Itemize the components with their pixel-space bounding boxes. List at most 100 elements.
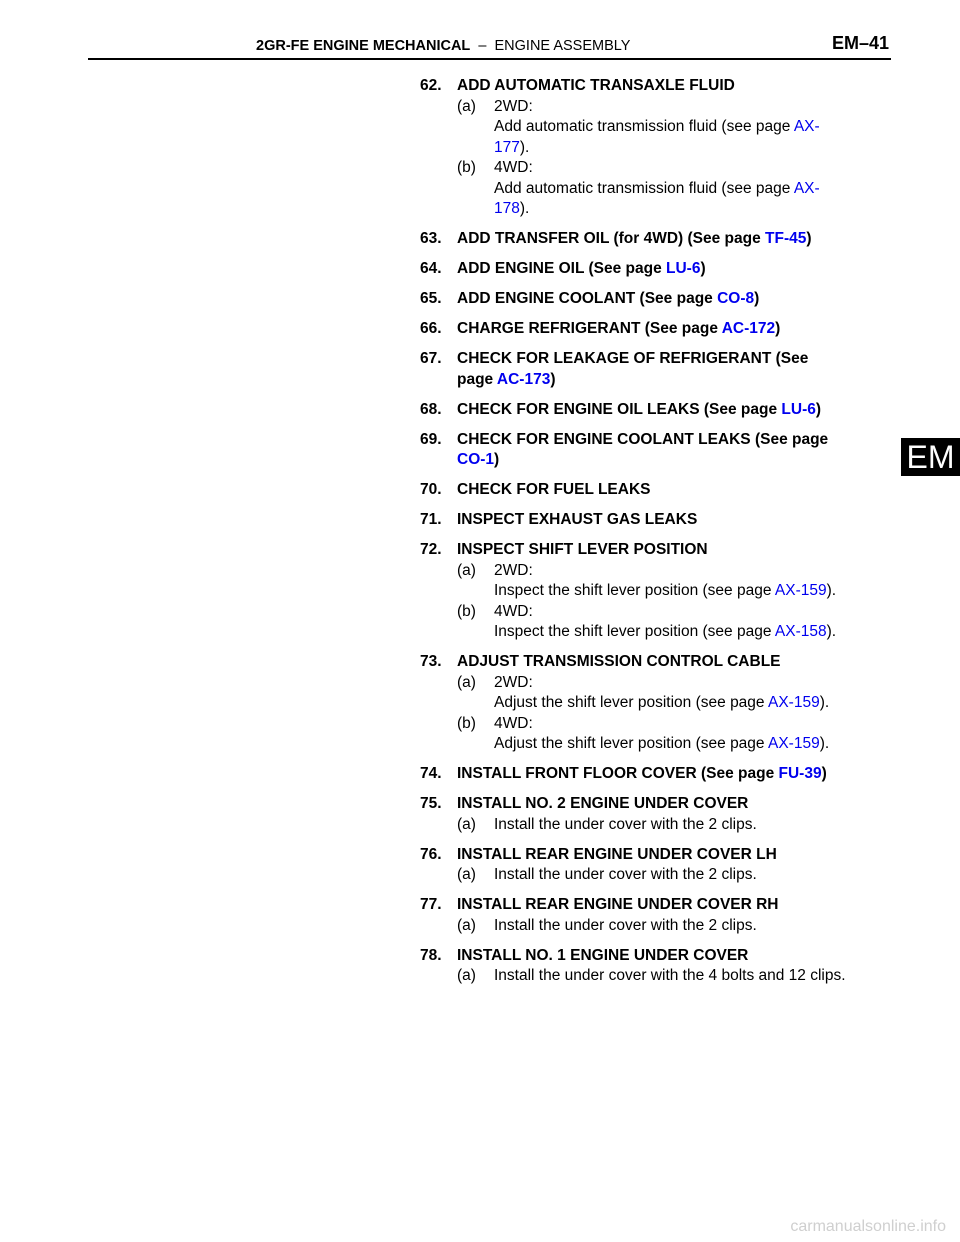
page-link[interactable]: AX-159 [768,694,820,711]
step-title: INSTALL NO. 2 ENGINE UNDER COVER [457,795,749,812]
step-number: 63. [420,230,442,247]
step-number: 65. [420,290,442,307]
step-number: 70. [420,481,442,498]
step-number: 68. [420,400,442,418]
step-title: ADD TRANSFER OIL (for 4WD) (See page TF-… [457,230,812,247]
watermark: carmanualsonline.info [790,1218,946,1235]
sub-label: (a) [457,916,476,934]
step: 78.INSTALL NO. 1 ENGINE UNDER COVER (a)I… [420,946,900,987]
page-link[interactable]: CO-8 [717,290,755,307]
sub-text: 4WD: [494,714,533,732]
step-title: CHECK FOR FUEL LEAKS [457,481,651,498]
step-title: INSTALL FRONT FLOOR COVER (See page FU-3… [457,765,827,782]
step: 62. ADD AUTOMATIC TRANSAXLE FLUID (a) 2WD:… [420,76,900,220]
step: 68. CHECK FOR ENGINE OIL LEAKS (See page … [420,400,900,421]
step: 66. CHARGE REFRIGERANT (See page AC-172) [420,319,900,340]
sub-text: Install the under cover with the 2 clips… [494,916,757,934]
step-number: 72. [420,541,442,558]
page-link[interactable]: 177 [494,138,520,156]
sub-text: 4WD: [494,159,533,176]
sub-text: 2WD: [494,97,533,115]
step: 72.INSPECT SHIFT LEVER POSITION (a)2WD: … [420,540,900,643]
page-link[interactable]: AX-158 [774,623,827,640]
sub-detail: Inspect the shift lever position (see pa… [494,623,837,640]
page-link[interactable]: AC-173 [496,370,551,388]
step-title: CHECK FOR ENGINE COOLANT LEAKS (See page… [457,430,829,469]
step-title: INSTALL REAR ENGINE UNDER COVER LH [457,845,777,863]
page-link[interactable]: 178 [494,200,520,217]
section-tab: EM [901,438,960,476]
page-number: EM–41 [831,33,889,53]
sub-label: (b) [457,602,476,620]
page-link[interactable]: FU-39 [778,765,822,782]
step-number: 66. [420,320,442,337]
step: 65. ADD ENGINE COOLANT (See page CO-8) [420,289,900,310]
header-section: 2GR-FE ENGINE MECHANICAL [256,38,471,54]
step-number: 71. [420,511,442,528]
step: 77. INSTALL REAR ENGINE UNDER COVER RH (a… [420,895,900,936]
sub-detail: Add automatic transmission fluid (see pa… [494,118,820,156]
step: 63. ADD TRANSFER OIL (for 4WD) (See page … [420,229,900,250]
step-number: 74. [420,765,442,782]
sub-detail: Add automatic transmission fluid (see pa… [494,179,820,218]
sub-label: (b) [457,714,476,732]
step-title: ADD ENGINE OIL (See page LU-6) [457,260,706,277]
sub-label: (a) [457,97,476,115]
step: 74. INSTALL FRONT FLOOR COVER (See page F… [420,764,900,785]
step-title: ADD ENGINE COOLANT (See page CO-8) [457,290,760,307]
page-header: 2GR-FE ENGINE MECHANICAL – ENGINE ASSEMB… [88,30,891,60]
page-link[interactable]: AX- [793,179,820,197]
sub-detail: Adjust the shift lever position (see pag… [494,735,830,752]
step: 75. INSTALL NO. 2 ENGINE UNDER COVER (a) I… [420,794,900,835]
sub-text: 2WD: [494,561,533,579]
sub-label: (a) [457,866,476,883]
step-title: INSPECT SHIFT LEVER POSITION [457,541,708,558]
step-number: 62. [420,77,442,94]
sub-text: Install the under cover with the 2 clips… [494,866,757,883]
step-number: 77. [420,896,442,913]
step-title: INSTALL NO. 1 ENGINE UNDER COVER [457,946,749,964]
header-separator: – [478,38,487,54]
page-link[interactable]: AX-159 [768,735,820,752]
sub-detail: Inspect the shift lever position (see pa… [494,582,837,599]
step-title: CHECK FOR ENGINE OIL LEAKS (See page LU-… [457,400,822,418]
step: 64. ADD ENGINE OIL (See page LU-6) [420,259,900,280]
step-number: 75. [420,795,442,812]
sub-detail: Adjust the shift lever position (see pag… [494,694,830,711]
sub-text: 2WD: [494,673,533,691]
page-link[interactable]: LU-6 [666,260,701,277]
header-title: 2GR-FE ENGINE MECHANICAL – ENGINE ASSEMB… [256,38,630,54]
step-title: INSTALL REAR ENGINE UNDER COVER RH [457,896,779,913]
page-link[interactable]: LU-6 [781,400,816,418]
page-link[interactable]: TF-45 [765,230,807,247]
step: 70. CHECK FOR FUEL LEAKS [420,480,900,501]
sub-label: (b) [457,159,476,176]
step-title: ADJUST TRANSMISSION CONTROL CABLE [457,653,781,670]
sub-label: (a) [457,673,476,691]
step-number: 76. [420,845,442,863]
page-link[interactable]: AX- [793,118,820,135]
step-title: ADD AUTOMATIC TRANSAXLE FLUID [457,77,735,94]
header-subsection: ENGINE ASSEMBLY [494,38,631,54]
step: 69. CHECK FOR ENGINE COOLANT LEAKS (See p… [420,430,900,471]
steps-list: 62. ADD AUTOMATIC TRANSAXLE FLUID (a) 2WD:… [420,76,900,996]
step-number: 73. [420,653,442,670]
sub-label: (a) [457,815,476,833]
step: 73. ADJUST TRANSMISSION CONTROL CABLE (a)… [420,652,900,755]
step-number: 67. [420,350,442,367]
page-link[interactable]: AC-172 [721,320,776,337]
step: 67. CHECK FOR LEAKAGE OF REFRIGERANT (See… [420,349,900,390]
step: 71. INSPECT EXHAUST GAS LEAKS [420,510,900,531]
step-title: INSPECT EXHAUST GAS LEAKS [457,511,698,528]
sub-label: (a) [457,561,476,579]
step: 76. INSTALL REAR ENGINE UNDER COVER LH (a… [420,845,900,886]
sub-text: Install the under cover with the 4 bolts… [494,967,846,984]
sub-label: (a) [457,967,476,984]
step-number: 64. [420,260,442,277]
page-link[interactable]: AX-159 [774,582,827,599]
step-title: CHARGE REFRIGERANT (See page AC-172) [457,320,781,337]
page-link[interactable]: CO-1 [457,451,495,468]
step-number: 69. [420,430,442,448]
sub-text: Install the under cover with the 2 clips… [494,815,757,833]
